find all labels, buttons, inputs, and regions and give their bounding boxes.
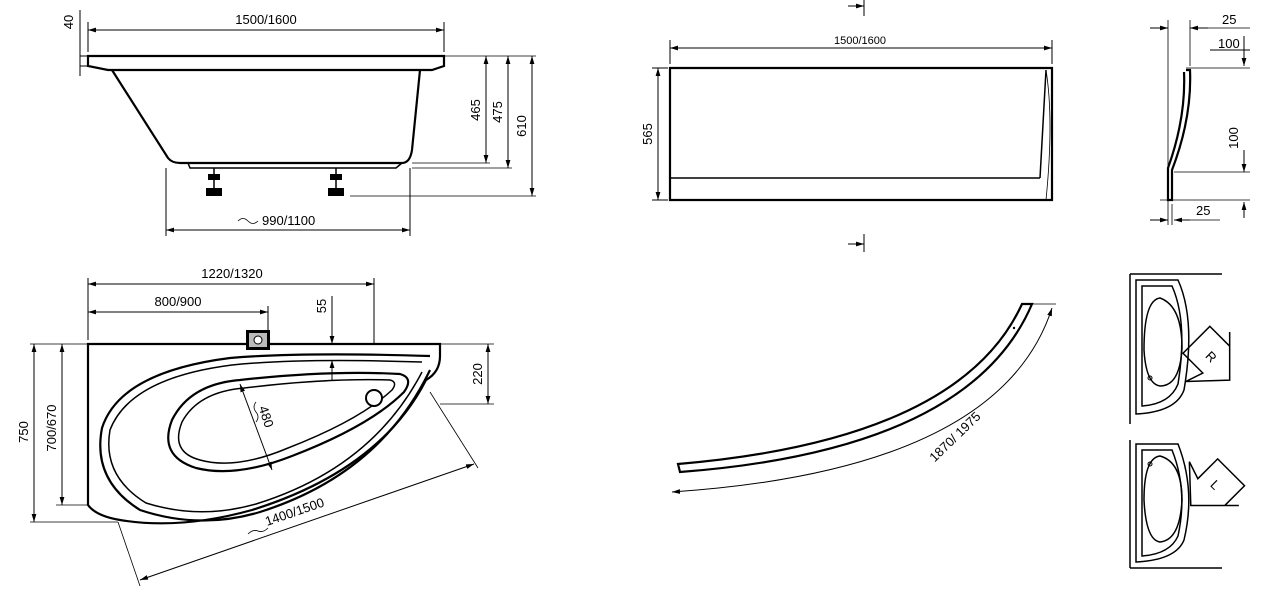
top-view: 1220/1320 800/900 55 220 750 700/670 480… — [16, 266, 494, 587]
top-depth-a-label: 750 — [16, 421, 31, 443]
side-h3-label: 610 — [514, 115, 529, 137]
side-rim-label: 40 — [61, 15, 76, 29]
arrow-left-icon — [1188, 457, 1246, 507]
side-h2-label: 475 — [490, 101, 505, 123]
curve-length-label: 1870/ 1975 — [926, 409, 983, 465]
orientation-left-label: L — [1207, 477, 1223, 493]
panel-height-label: 565 — [640, 123, 655, 145]
orientation-right-label: R — [1203, 348, 1220, 365]
side-legs-label: 990/1100 — [262, 213, 315, 228]
panel-section-profile — [1166, 68, 1192, 202]
panel-front-view: 1500/1600 565 — [640, 0, 1054, 252]
top-view-basin — [167, 371, 410, 473]
leg-left — [206, 168, 222, 196]
drain-icon — [365, 389, 383, 407]
section-top-b-label: 100 — [1218, 36, 1240, 51]
leg-right — [328, 168, 344, 196]
top-rim-label: 220 — [470, 363, 485, 385]
side-view-base — [186, 162, 405, 169]
orientation-left: L — [1129, 440, 1246, 569]
arrow-right-icon — [1181, 325, 1231, 383]
side-view-body — [111, 69, 422, 165]
section-bottom-label: 25 — [1196, 203, 1210, 218]
side-h1-label: 465 — [468, 99, 483, 121]
basin-right — [1143, 297, 1183, 387]
panel-section-view: 25 100 100 25 — [1150, 12, 1250, 225]
panel-curve-outline — [676, 302, 1034, 474]
faucet-icon — [246, 330, 270, 350]
side-view: 1500/1600 40 465 475 610 990/1100 — [61, 10, 536, 236]
side-view-rim — [86, 54, 446, 72]
top-offset-label: 55 — [314, 299, 329, 313]
panel-front-outline — [668, 66, 1054, 202]
side-width-label: 1500/1600 — [235, 12, 296, 27]
section-mid-label: 100 — [1226, 127, 1241, 149]
top-basin-label: 480 — [256, 404, 277, 429]
section-top-a-label: 25 — [1222, 12, 1236, 27]
basin-left — [1143, 455, 1183, 543]
top-width-label: 1220/1320 — [201, 266, 262, 281]
top-depth-b-label: 700/670 — [44, 405, 59, 452]
panel-curve-view: 1870/ 1975 — [671, 302, 1056, 494]
top-inner-label: 800/900 — [155, 294, 202, 309]
orientation-right: R — [1129, 273, 1231, 424]
panel-width-label: 1500/1600 — [834, 35, 886, 47]
